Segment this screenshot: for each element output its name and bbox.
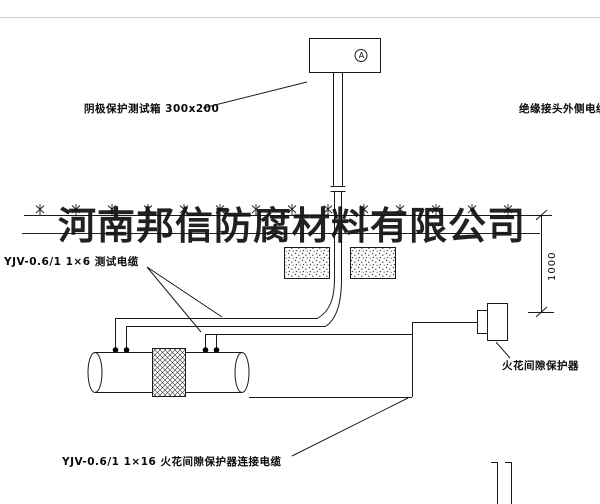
pipeline <box>87 348 250 397</box>
leader-protector <box>495 341 511 359</box>
company-watermark: 河南邦信防腐材料有限公司 <box>58 203 527 248</box>
cable-curve-right <box>325 278 342 327</box>
label-protector-cable: YJV-0.6/1 1×16 火花间隙保护器连接电缆 <box>62 456 282 468</box>
pipe-right-end-cap <box>234 352 250 393</box>
cable-drops-right <box>205 334 217 349</box>
label-spark-gap-protector: 火花间隙保护器 <box>502 360 579 372</box>
ammeter-circle <box>354 49 368 62</box>
test-box-outline <box>309 38 381 73</box>
test-box <box>309 38 381 73</box>
cable-drops-left <box>115 318 127 349</box>
conduit-upper <box>333 72 343 186</box>
insulating-joint <box>152 348 186 397</box>
label-test-cable: YJV-0.6/1 1×6 测试电缆 <box>4 256 139 268</box>
cable-curve-left <box>317 278 335 319</box>
leader-test-cable <box>146 266 223 333</box>
cable-connection-dot <box>213 347 220 353</box>
leader-test-box <box>202 81 308 109</box>
test-cable-lines <box>115 278 342 349</box>
cable-connection-dots <box>112 347 220 353</box>
protector-body <box>487 303 508 341</box>
label-ammeter-a: A <box>358 51 365 60</box>
protector-connector <box>477 310 488 334</box>
spark-gap-protector <box>477 303 511 359</box>
dimension-1000 <box>528 209 554 318</box>
conduit-coupling <box>330 186 346 192</box>
cable-connection-dot <box>112 347 119 353</box>
cable-connection-dot <box>202 347 209 353</box>
concrete-foundation-right <box>350 247 396 279</box>
concrete-foundation-left <box>284 247 330 279</box>
protector-cable-lines <box>205 322 477 398</box>
pipe-right-segment <box>186 352 242 393</box>
label-outer-cable: 绝缘接头外侧电缆 <box>519 103 600 115</box>
ground-hatch-marks <box>35 204 513 215</box>
corner-pipe-symbol <box>491 462 512 504</box>
label-dimension-1000: 1000 <box>547 251 558 281</box>
pipe-left-segment <box>95 352 152 393</box>
label-test-box: 阴极保护测试箱 300x200 <box>84 103 220 115</box>
conduit-pole <box>330 72 346 279</box>
pipe-left-end-cap <box>87 352 103 393</box>
leader-protector-cable <box>291 397 409 457</box>
cable-connection-dot <box>123 347 130 353</box>
conduit-lower <box>334 191 342 279</box>
